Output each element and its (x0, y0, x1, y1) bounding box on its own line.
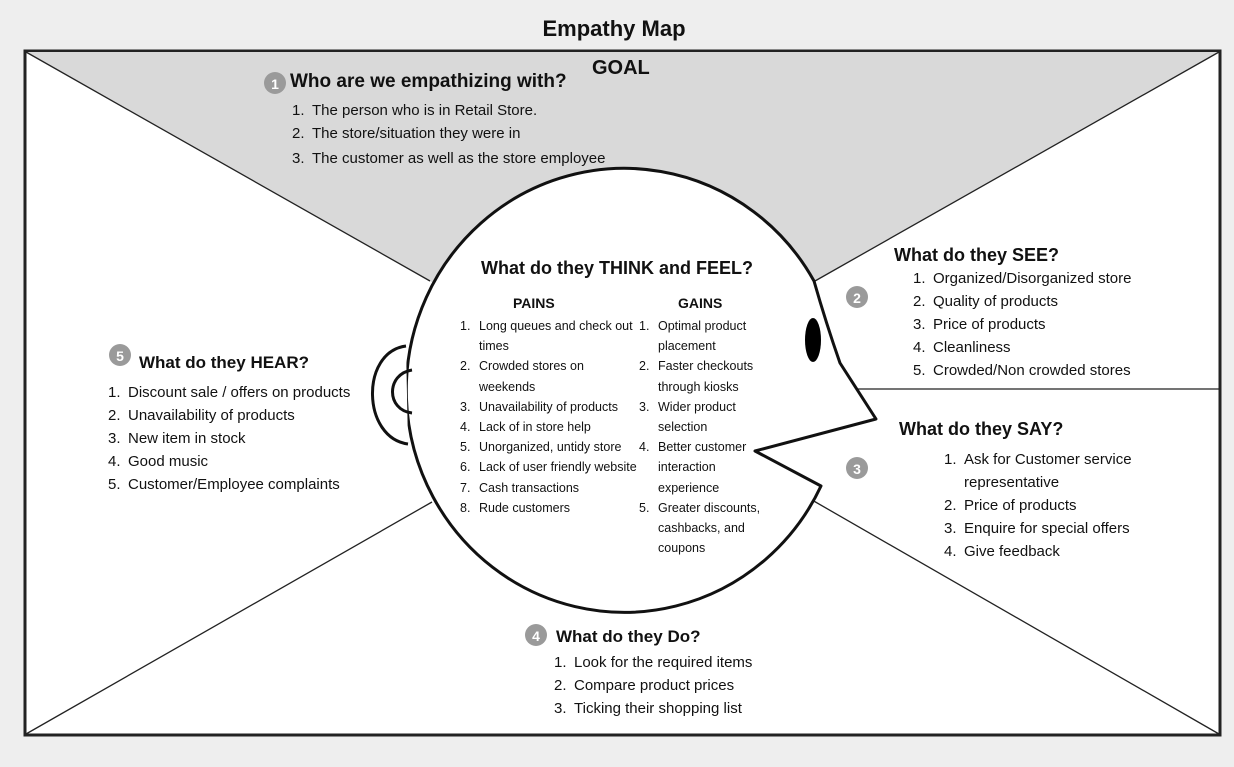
list-item: 3.Unavailability of products (460, 399, 618, 414)
list-item: 2.Quality of products (913, 293, 1059, 310)
list-item: 1.Ask for Customer service representativ… (944, 451, 1132, 491)
list-item: 5.Unorganized, untidy store (460, 440, 622, 455)
hear-list: 1.Discount sale / offers on products 2.U… (108, 381, 350, 496)
list-item: 2.The store/situation they were in (292, 125, 521, 142)
who-heading: Who are we empathizing with? (290, 71, 567, 92)
page-title: Empathy Map (542, 16, 686, 41)
list-item: 4.Better customer interaction experience (639, 440, 747, 495)
list-item: 4.Cleanliness (913, 339, 1011, 356)
list-item: 1.Discount sale / offers on products (108, 384, 351, 401)
diagonal-top-right (814, 51, 1220, 282)
list-item: 4.Lack of in store help (460, 420, 591, 435)
step-badge-5: 5 (109, 344, 131, 366)
ear-inner-icon (391, 368, 413, 415)
do-heading: What do they Do? (556, 627, 701, 646)
list-item: 2.Compare product prices (554, 677, 735, 694)
list-item: 5.Customer/Employee complaints (108, 476, 340, 493)
gains-list: 1.Optimal product placement 2.Faster che… (639, 316, 779, 558)
goal-label: GOAL (592, 57, 650, 79)
list-item: 1.Long queues and check out times (460, 319, 633, 354)
list-item: 4.Give feedback (944, 543, 1060, 560)
diagonal-top-left (25, 51, 431, 282)
list-item: 3.New item in stock (108, 430, 246, 447)
head-outline (404, 166, 878, 614)
list-item: 1.Look for the required items (554, 654, 753, 671)
step-badge-3: 3 (846, 457, 868, 479)
list-item: 2.Price of products (944, 497, 1077, 514)
list-item: 7.Cash transactions (460, 480, 580, 495)
pains-list: 1.Long queues and check out times 2.Crow… (460, 316, 638, 518)
list-item: 3.Wider product selection (639, 399, 736, 435)
list-item: 3.Ticking their shopping list (554, 700, 742, 717)
step-badge-1: 1 (264, 72, 286, 94)
step-badge-2: 2 (846, 286, 868, 308)
see-list: 1.Organized/Disorganized store 2.Quality… (913, 267, 1131, 382)
list-item: 1.The person who is in Retail Store. (292, 102, 538, 119)
list-item: 3.Enquire for special offers (944, 520, 1130, 537)
who-list: 1.The person who is in Retail Store. 2.T… (292, 99, 605, 170)
hear-heading: What do they HEAR? (139, 353, 309, 372)
list-item: 3.The customer as well as the store empl… (292, 150, 606, 167)
list-item: 2.Faster checkouts through kiosks (639, 359, 754, 394)
list-item: 1.Organized/Disorganized store (913, 270, 1132, 287)
list-item: 2.Unavailability of products (108, 407, 295, 424)
gains-label: GAINS (678, 295, 723, 311)
do-list: 1.Look for the required items 2.Compare … (554, 651, 752, 720)
step-badge-4: 4 (525, 624, 547, 646)
see-heading: What do they SEE? (894, 245, 1060, 265)
list-item: 3.Price of products (913, 316, 1046, 333)
eye-icon (805, 318, 821, 362)
pains-label: PAINS (513, 295, 555, 311)
ear-icon (371, 344, 409, 446)
list-item: 6.Lack of user friendly website (460, 460, 637, 475)
list-item: 8.Rude customers (460, 500, 571, 515)
list-item: 2.Crowded stores on weekends (460, 359, 584, 394)
say-list: 1.Ask for Customer service representativ… (944, 448, 1154, 563)
think-feel-heading: What do they THINK and FEEL? (481, 258, 753, 278)
list-item: 4.Good music (108, 453, 209, 470)
diagonal-bottom-left (25, 501, 433, 735)
list-item: 5.Greater discounts, cashbacks, and coup… (639, 500, 761, 556)
list-item: 5.Crowded/Non crowded stores (913, 362, 1131, 379)
diagonal-bottom-right (811, 499, 1220, 735)
list-item: 1.Optimal product placement (639, 319, 747, 354)
say-heading: What do they SAY? (899, 419, 1064, 439)
